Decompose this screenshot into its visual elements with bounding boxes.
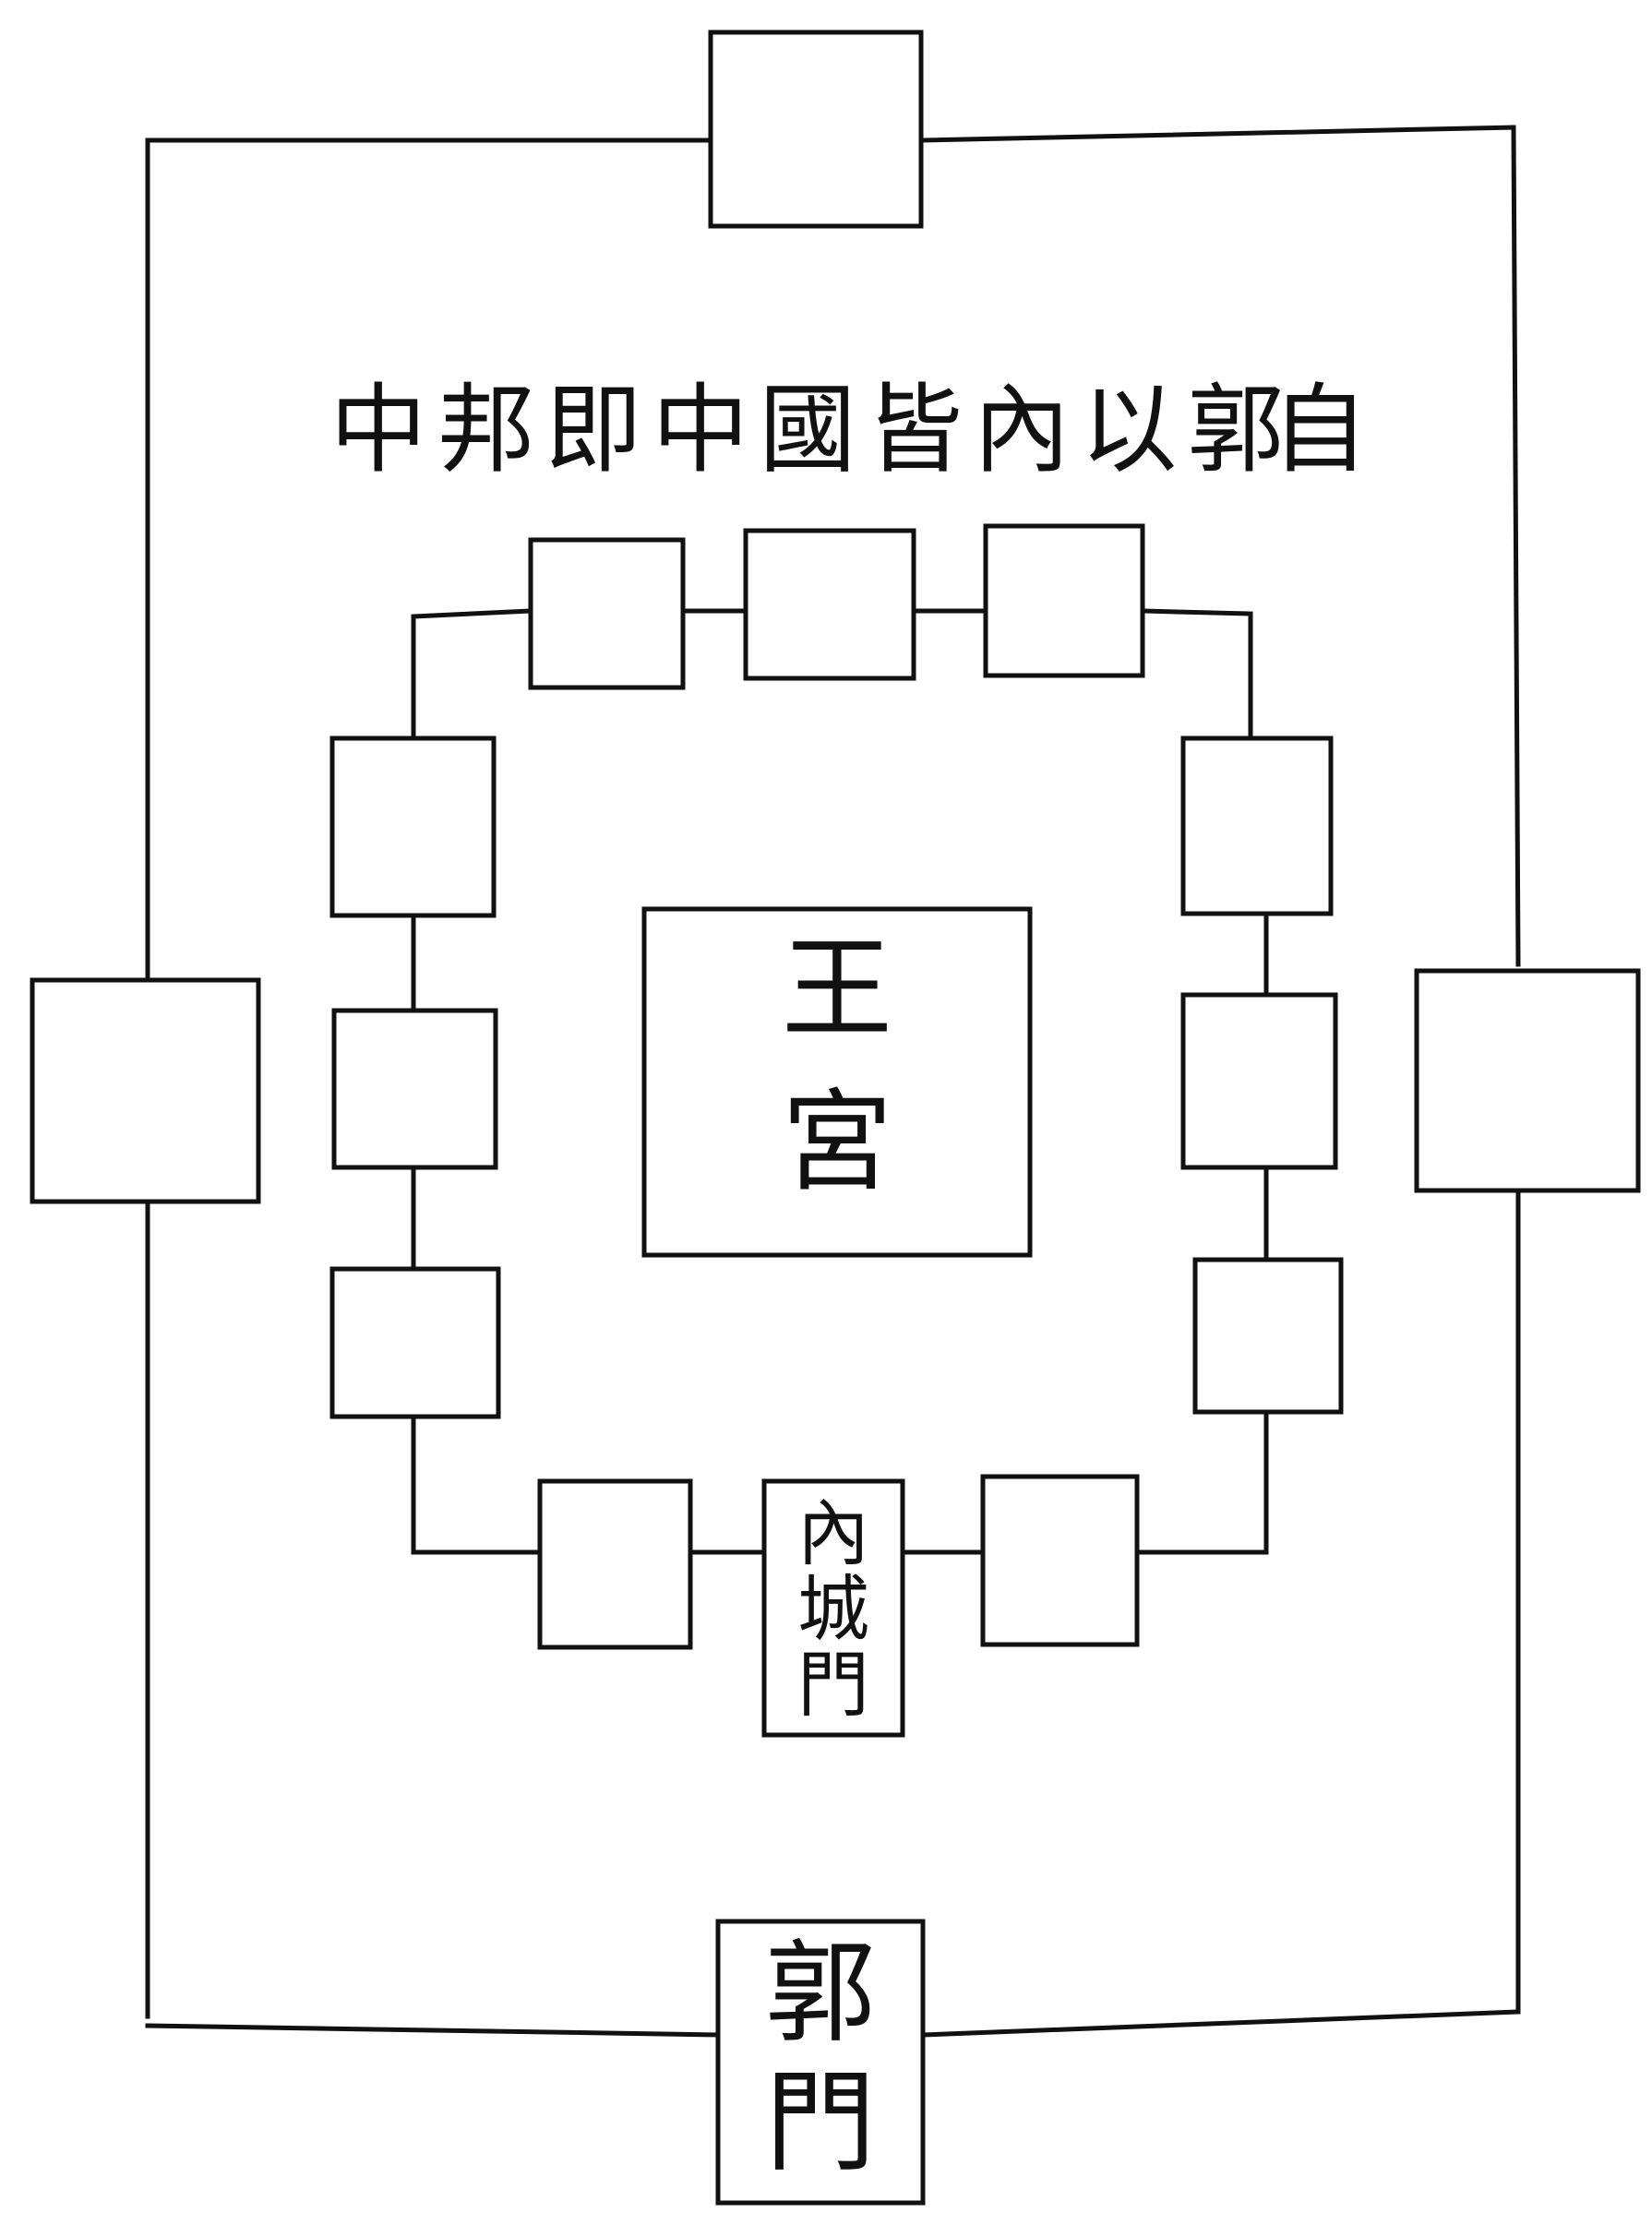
caption-char: 郭 <box>1187 374 1284 486</box>
inner-tower <box>537 1478 693 1650</box>
outer-gate-north <box>708 30 924 229</box>
outer-gate-char: 郭 <box>765 1930 876 2058</box>
caption-char: 即 <box>545 374 641 486</box>
caption-char: 國 <box>759 374 856 486</box>
inner-tower <box>331 1008 498 1170</box>
caption-char: 自 <box>1271 374 1368 486</box>
outer-gate-west <box>30 977 261 1204</box>
outer-city-gate: 郭 門 <box>715 1919 926 2206</box>
caption-char: 中 <box>652 374 748 486</box>
palace-char: 王 <box>782 926 892 1054</box>
inner-tower <box>329 736 497 918</box>
outer-wall <box>145 125 1521 2038</box>
inner-tower <box>983 523 1145 678</box>
inner-tower <box>980 1474 1140 1647</box>
inner-tower <box>1192 1257 1344 1415</box>
inner-city-gate: 內 城 門 <box>761 1478 905 1738</box>
inner-tower <box>743 528 916 681</box>
caption-char: 邦 <box>437 374 534 486</box>
inner-towers <box>329 523 1344 1650</box>
inner-gate-char: 城 <box>797 1569 869 1652</box>
caption-char: 中 <box>329 374 426 486</box>
royal-palace: 王 宮 <box>641 906 1033 1258</box>
outer-gate-char: 門 <box>765 2059 876 2187</box>
inner-tower <box>528 537 686 690</box>
palace-char: 宮 <box>782 1079 892 1207</box>
caption-char: 以 <box>1080 374 1177 486</box>
inner-tower <box>1180 992 1338 1170</box>
caption-char: 皆 <box>866 374 963 486</box>
caption-char: 內 <box>973 374 1070 486</box>
inner-tower <box>329 1266 501 1419</box>
outer-gates <box>30 30 1641 1204</box>
inner-tower <box>1180 736 1334 916</box>
inner-gate-char: 門 <box>797 1645 869 1728</box>
inner-gate-char: 內 <box>797 1493 869 1576</box>
outer-gate-east <box>1414 968 1641 1193</box>
caption-text: 中 邦 即 中 國 皆 內 以 郭 自 <box>329 374 1368 486</box>
inner-wall <box>411 608 1269 1555</box>
